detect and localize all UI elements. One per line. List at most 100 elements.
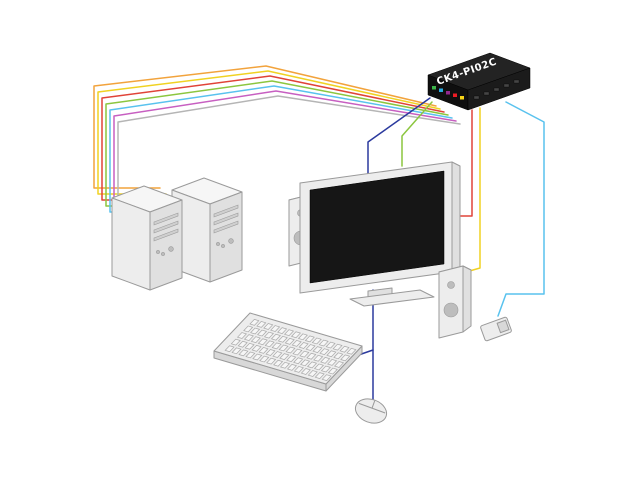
keyboard-key (340, 346, 349, 352)
keyboard-key (250, 319, 259, 325)
keyboard-key (245, 343, 254, 349)
usb-dongle (480, 316, 512, 342)
keyboard-key (322, 375, 331, 381)
keyboard-key (315, 373, 324, 379)
keyboard-key (271, 326, 280, 332)
tower2-drive-slot (213, 220, 239, 234)
keyboard-top-face (213, 312, 363, 385)
kvm-port-purple (446, 91, 450, 95)
keyboard-key (238, 341, 247, 347)
kvm-switch-box: CK4-PI02C (427, 52, 531, 111)
keyboard-key (231, 339, 240, 345)
keyboard-key (320, 349, 329, 355)
tower2-drive-slot (213, 204, 239, 218)
cable-cyan-to-dongle (497, 101, 545, 317)
kvm-port-green (432, 86, 436, 90)
keyboard-key (292, 340, 301, 346)
monitor-screen (309, 170, 445, 284)
kvm-rear-port (473, 95, 480, 100)
keyboard-key (258, 339, 267, 345)
tower1-button (161, 252, 165, 256)
kvm-rear-port (483, 91, 490, 96)
cable-blue-to-mouse (370, 349, 374, 405)
keyboard-key (300, 351, 309, 357)
keyboard-key (274, 360, 283, 366)
keyboard-key (313, 347, 322, 353)
tower1-power-button (168, 246, 174, 252)
keyboard-key (333, 344, 342, 350)
keyboard-key (251, 328, 260, 334)
tower2-drive-slot (213, 212, 239, 226)
mouse-body (354, 398, 388, 424)
mouse (354, 398, 388, 424)
keyboard-key (341, 355, 350, 361)
tower1-button (156, 250, 160, 254)
keyboard-keys (225, 319, 356, 380)
monitor-right-edge (451, 161, 461, 277)
keyboard-key (278, 336, 287, 342)
cable-bundle-loop (93, 65, 461, 225)
keyboard-key (266, 349, 275, 355)
mouse-center-line (371, 400, 376, 409)
cable-yellow-to-speaker (465, 107, 481, 273)
keyboard-key (334, 353, 343, 359)
keyboard-key (292, 332, 301, 338)
keyboard-key (308, 362, 317, 368)
keyboard-key (278, 328, 287, 334)
keyboard-key (328, 368, 337, 374)
keyboard-key (315, 364, 324, 370)
tower1-drive-slot (153, 220, 179, 234)
keyboard-key (244, 326, 253, 332)
keyboard-key (288, 364, 297, 370)
tower1-left-face (111, 197, 151, 291)
keyboard-key (225, 346, 234, 352)
right-speaker (438, 265, 472, 339)
keyboard-key (314, 355, 323, 361)
cable-green-to-monitor-top (401, 101, 433, 167)
keyboard-key (321, 357, 330, 363)
keyboard-key (258, 330, 267, 336)
keyboard-key (264, 323, 273, 329)
keyboard-key (294, 358, 303, 364)
tower2-button (216, 242, 220, 246)
keyboard-key (287, 356, 296, 362)
keyboard-key (273, 352, 282, 358)
keyboard (214, 313, 362, 391)
tower1-drive-slot (153, 228, 179, 242)
keyboard-key (280, 354, 289, 360)
keyboard-key (265, 341, 274, 347)
keyboard-key (301, 368, 310, 374)
kvm-rear-port (513, 79, 520, 84)
cable-orange (93, 65, 437, 189)
keyboard-key (322, 366, 331, 372)
kvm-rear-port (503, 83, 510, 88)
keyboard-key (259, 347, 268, 353)
keyboard-key (305, 336, 314, 342)
monitor-stand-base (349, 289, 435, 307)
keyboard-key (253, 354, 262, 360)
keyboard-key (251, 337, 260, 343)
keyboard-key (347, 348, 356, 354)
keyboard-key (272, 334, 281, 340)
keyboard-key (246, 352, 255, 358)
keyboard-key (327, 351, 336, 357)
keyboard-key (257, 321, 266, 327)
keyboard-key (285, 330, 294, 336)
keyboard-key (272, 343, 281, 349)
keyboard-key (307, 353, 316, 359)
keyboard-key (295, 366, 304, 372)
dongle-connector (496, 319, 510, 334)
keyboard-key (312, 338, 321, 344)
right-speaker-woofer (443, 302, 459, 318)
tower1-drive-slot (153, 212, 179, 226)
keyboard-key (286, 347, 295, 353)
keyboard-key (301, 360, 310, 366)
keyboard-key (279, 345, 288, 351)
keyboard-key (299, 334, 308, 340)
right-speaker-front (438, 265, 464, 339)
keyboard-key (252, 345, 261, 351)
keyboard-key (306, 345, 315, 351)
keyboard-key (238, 333, 247, 339)
